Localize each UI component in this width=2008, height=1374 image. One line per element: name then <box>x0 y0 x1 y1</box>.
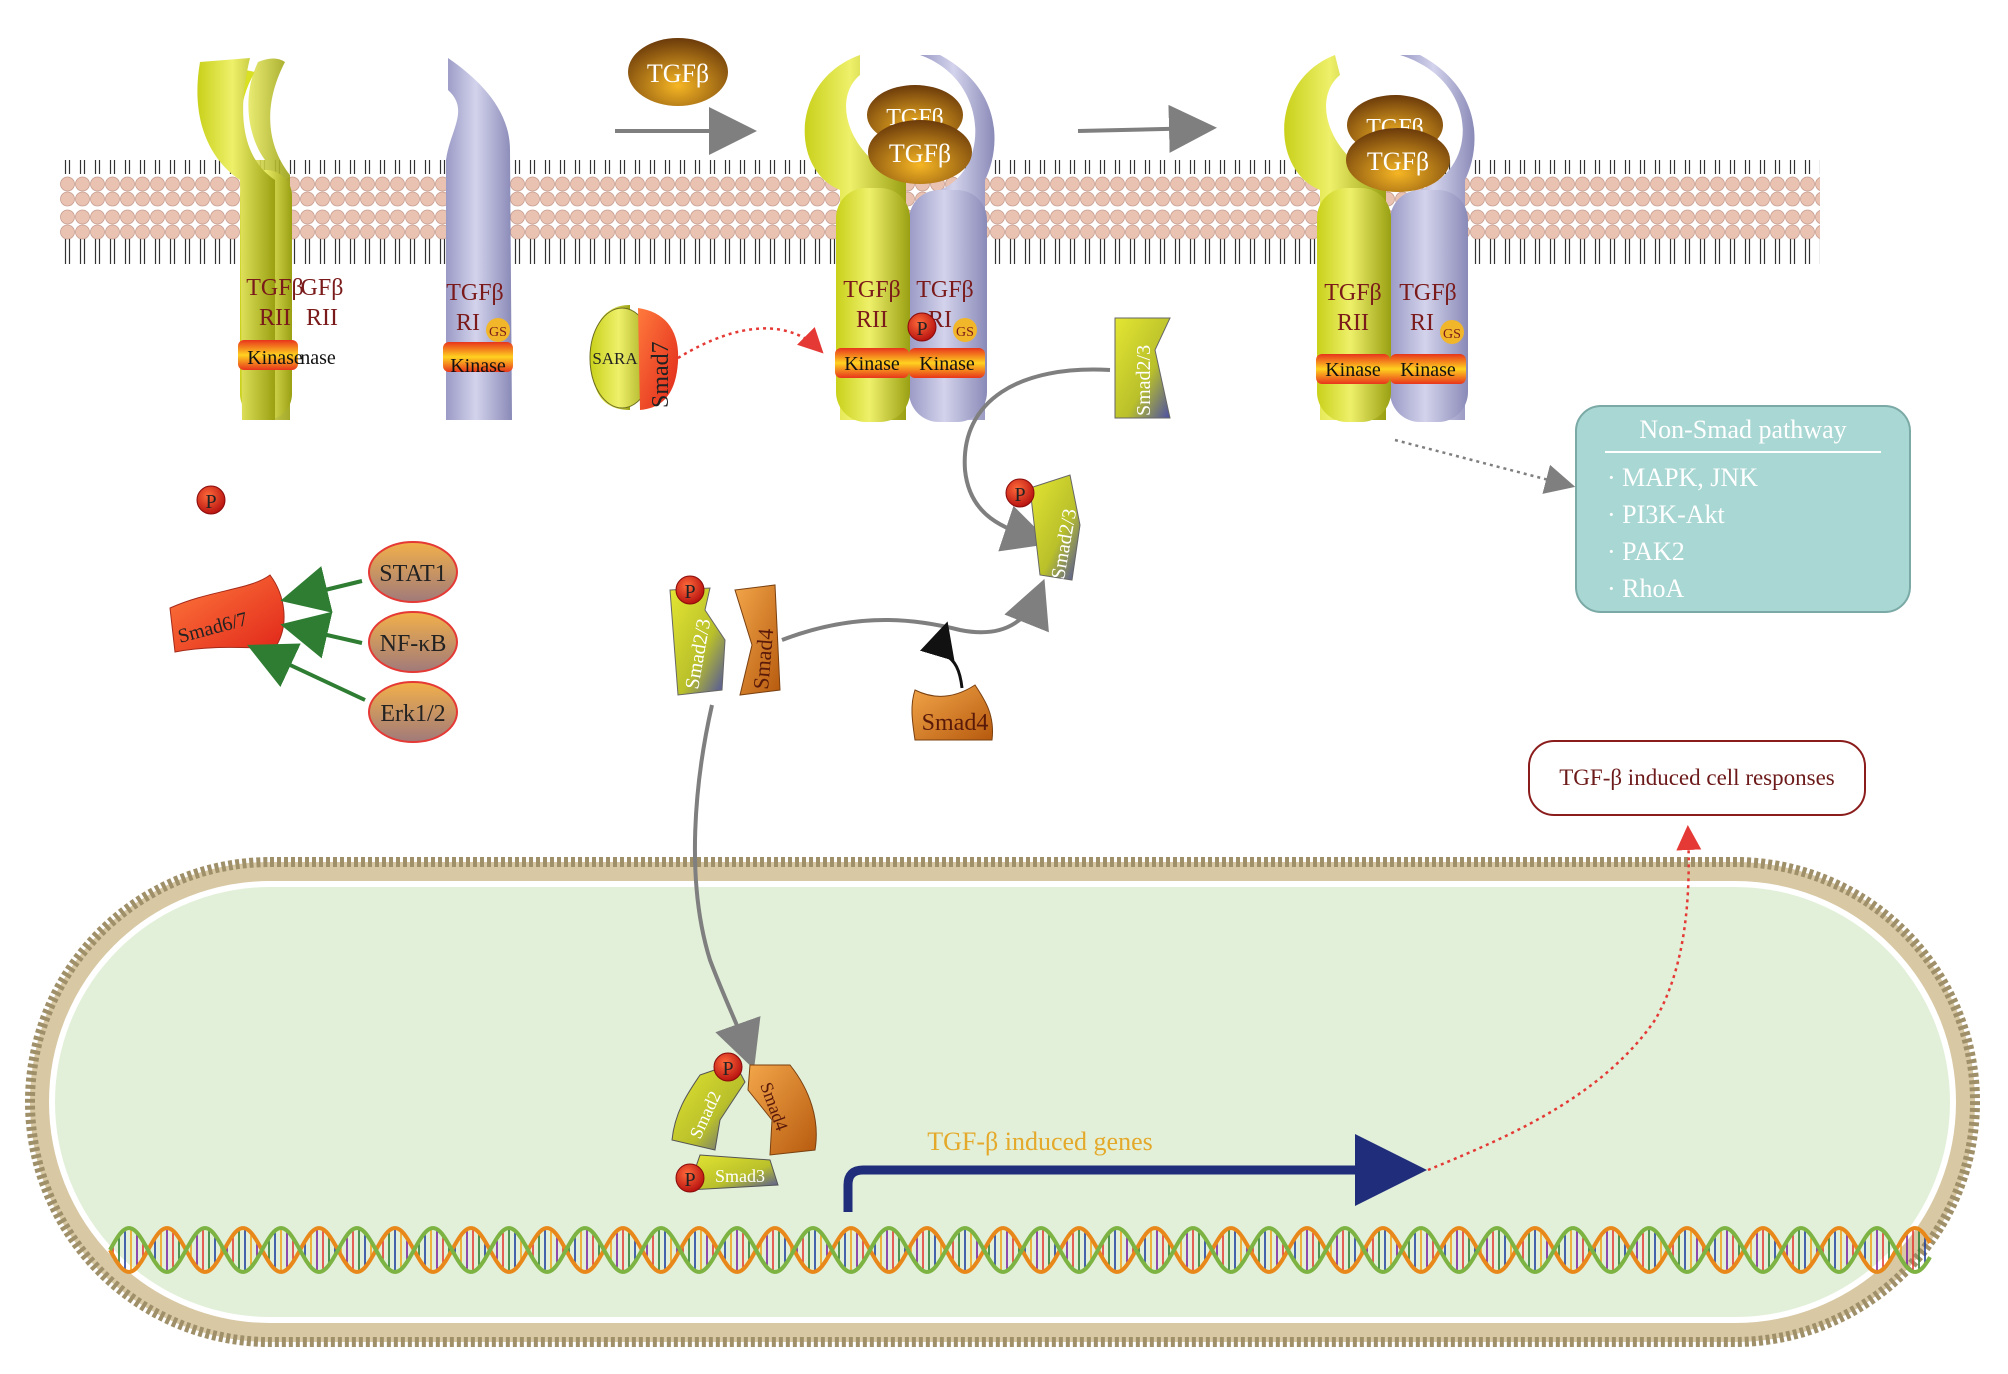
nonsmad-pathway-box: Non-Smad pathway MAPK, JNK PI3K-Akt PAK2… <box>1575 405 1911 613</box>
svg-text:TGFβ: TGFβ <box>889 139 951 168</box>
receptor-rii-dimer <box>197 58 298 420</box>
svg-text:P: P <box>684 581 695 603</box>
svg-text:Smad7: Smad7 <box>648 341 674 408</box>
nonsmad-title: Non-Smad pathway <box>1605 415 1881 453</box>
rii-partial-label-line2: RII <box>306 305 338 331</box>
activation-arrow <box>1077 104 1217 153</box>
kinase-partial-label: nase <box>300 347 336 369</box>
tgfb-ligand-bound-complex-3: TGFβ TGFβ <box>1346 95 1450 192</box>
svg-text:STAT1: STAT1 <box>379 561 446 587</box>
kinase-label: Kinase <box>844 353 900 375</box>
recruitment-arrow <box>962 367 1111 552</box>
nuclear-translocation-arrow <box>692 704 761 1070</box>
inhibition-dotted-arrow <box>677 327 824 360</box>
nucleus <box>25 857 1980 1347</box>
smad4-recruit-arrow <box>920 621 964 689</box>
kinase-label: Kinase <box>450 355 506 377</box>
response-dotted-arrow <box>1427 825 1702 1172</box>
gs-label: GS <box>956 325 974 340</box>
nonsmad-item: MAPK, JNK <box>1607 459 1909 496</box>
svg-text:TGFβ: TGFβ <box>647 59 709 88</box>
svg-text:P: P <box>722 1058 733 1080</box>
svg-text:P: P <box>684 1169 695 1191</box>
phospho-marker: P <box>907 312 937 342</box>
transcription-arrow <box>843 1134 1427 1212</box>
complex-formation-arrow <box>781 578 1049 642</box>
sara-smad7-complex: SARA Smad7 <box>589 305 679 410</box>
nfkb-arrow <box>280 611 363 659</box>
nonsmad-dotted-arrow <box>1394 438 1576 494</box>
cell-responses-box: TGF-β induced cell responses <box>1528 740 1866 816</box>
rii-label-line2: RII <box>1337 310 1369 336</box>
svg-text:Erk1/2: Erk1/2 <box>380 701 445 727</box>
svg-text:Smad4: Smad4 <box>922 710 989 736</box>
svg-text:SARA: SARA <box>592 349 638 368</box>
svg-text:Smad4: Smad4 <box>748 627 778 690</box>
gs-label: GS <box>489 325 507 340</box>
ri-label-line1: TGFβ <box>446 280 504 306</box>
kinase-label: Kinase <box>919 353 975 375</box>
nonsmad-item: PI3K-Akt <box>1607 496 1909 533</box>
gs-label: GS <box>1443 327 1461 342</box>
tgfb-ligand-bound-complex-2: TGFβ TGFβ <box>867 85 972 184</box>
phospho-free: P <box>196 485 226 515</box>
nonsmad-list: MAPK, JNK PI3K-Akt PAK2 RhoA <box>1607 459 1909 607</box>
stat1-node: STAT1 <box>368 541 458 603</box>
ri-label-line1: TGFβ <box>916 277 974 303</box>
svg-text:P: P <box>205 491 216 513</box>
smad4-free: Smad4 <box>911 684 994 741</box>
svg-text:P: P <box>916 318 927 340</box>
receptor-complex-3 <box>1284 55 1475 422</box>
induced-genes-label: TGF-β induced genes <box>927 1127 1153 1156</box>
svg-text:Smad3: Smad3 <box>715 1166 765 1186</box>
ri-label-line1: TGFβ <box>1399 280 1457 306</box>
erk-arrow <box>247 643 366 702</box>
nuclear-smad-trimer: Smad2 Smad4 Smad3 P P <box>671 1052 817 1193</box>
smad23-inactive: Smad2/3 <box>1114 317 1171 419</box>
stat1-arrow <box>280 566 363 613</box>
kinase-label: Kinase <box>1400 359 1456 381</box>
dna-strand <box>108 1226 1932 1274</box>
nonsmad-item: PAK2 <box>1607 533 1909 570</box>
kinase-label: Kinase <box>1325 359 1381 381</box>
erk-node: Erk1/2 <box>368 681 458 743</box>
rii-label-line2: RII <box>259 305 291 331</box>
smad23-phosphorylated: Smad2/3 P <box>1005 474 1081 581</box>
rii-label-line2: RII <box>856 307 888 333</box>
svg-text:P: P <box>1014 484 1025 506</box>
rii-label-line1: TGFβ <box>1324 280 1382 306</box>
kinase-label: Kinase <box>247 347 303 369</box>
tgfb-ligand-free: TGFβ <box>628 38 728 106</box>
rii-label-line1: TGFβ <box>843 277 901 303</box>
smad23-smad4-complex: Smad2/3 P Smad4 <box>669 575 781 696</box>
ri-label-line2: RI <box>456 310 480 336</box>
rii-partial-label-line1: GFβ <box>301 275 344 301</box>
svg-text:TGFβ: TGFβ <box>1367 147 1429 176</box>
svg-text:Smad2/3: Smad2/3 <box>1133 345 1155 416</box>
rii-label-line1: TGFβ <box>246 275 304 301</box>
dna-helix <box>108 1226 1932 1274</box>
ri-label-line2: RI <box>1410 310 1434 336</box>
nfkb-node: NF-κB <box>368 611 458 673</box>
smad67: Smad6/7 <box>169 574 285 653</box>
svg-text:NF-κB: NF-κB <box>380 631 447 657</box>
nonsmad-item: RhoA <box>1607 570 1909 607</box>
